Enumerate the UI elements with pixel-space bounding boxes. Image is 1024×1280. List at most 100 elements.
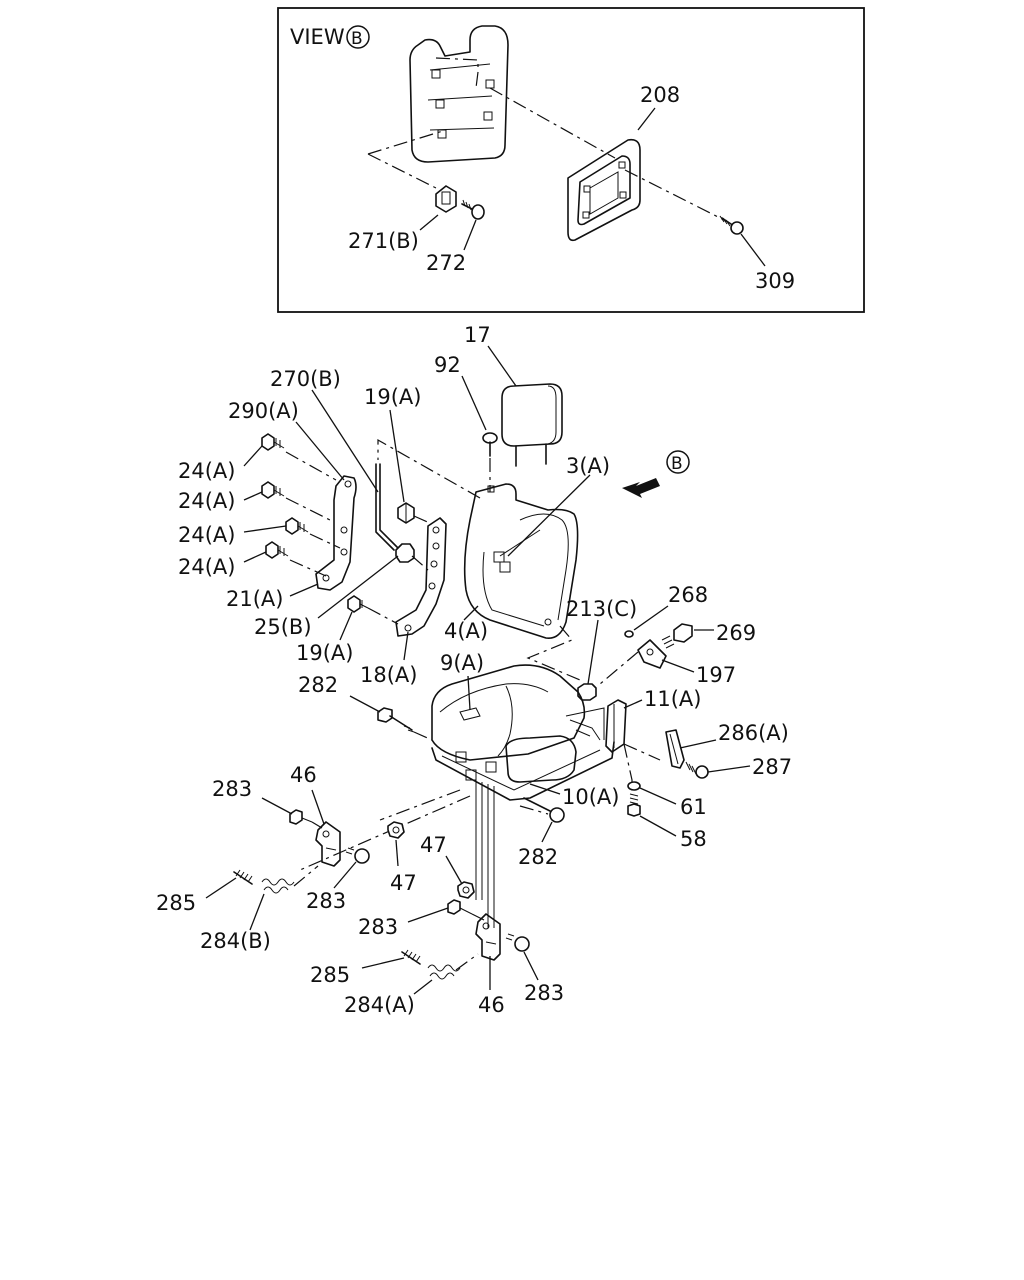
leader-61 — [639, 787, 677, 805]
bolt-269 — [661, 623, 693, 649]
spring-285-b — [401, 949, 421, 965]
view-b-arrow: B — [622, 450, 690, 498]
label-283-a: 283 — [212, 777, 252, 801]
lever-46-a — [315, 821, 341, 867]
label-213c: 213(C) — [566, 597, 637, 621]
label-61: 61 — [680, 795, 707, 819]
leader-285-a — [205, 877, 237, 899]
leader-25b — [317, 555, 399, 619]
label-4a: 4(A) — [444, 619, 488, 643]
seat-cushion-9a — [431, 664, 615, 801]
leader-283-b — [333, 861, 357, 889]
leader-290a — [295, 421, 345, 481]
leader-270b — [311, 389, 379, 493]
view-marker-main: B — [671, 454, 683, 474]
label-21a: 21(A) — [226, 587, 283, 611]
leader-286a — [679, 739, 717, 749]
spring-285-a — [233, 869, 253, 885]
leader-10a — [529, 783, 561, 795]
screw-309 — [719, 215, 744, 235]
washer-268 — [624, 630, 634, 638]
bolt-283-c — [447, 899, 485, 921]
pin-282-bottom — [523, 797, 565, 823]
frame-11a — [605, 699, 627, 753]
leader-58 — [639, 815, 677, 837]
label-46-a: 46 — [290, 763, 317, 787]
leader-268 — [633, 605, 669, 631]
leader-19a-bot — [339, 611, 353, 641]
seat-back-4a — [377, 438, 581, 681]
label-3a: 3(A) — [566, 454, 610, 478]
label-282-top: 282 — [298, 673, 338, 697]
label-46-b: 46 — [478, 993, 505, 1017]
bolt-58 — [627, 793, 641, 817]
leader-47-a — [395, 839, 399, 867]
leader-9a — [467, 675, 471, 711]
leader-284a — [413, 979, 433, 995]
leader-11a — [623, 699, 643, 709]
label-268: 268 — [668, 583, 708, 607]
label-58: 58 — [680, 827, 707, 851]
label-283-c: 283 — [358, 915, 398, 939]
leader-213c — [587, 619, 599, 685]
screw-272 — [461, 199, 485, 220]
dash-frame-links — [623, 743, 661, 790]
rail-10a — [299, 780, 549, 928]
label-18a: 18(A) — [360, 663, 417, 687]
label-9a: 9(A) — [440, 651, 484, 675]
bolt-24a-2 — [261, 481, 331, 521]
view-title: VIEW — [290, 25, 345, 49]
label-17: 17 — [464, 323, 491, 347]
nut-61 — [627, 781, 641, 791]
label-282-bot: 282 — [518, 845, 558, 869]
leader-283-a — [261, 797, 293, 815]
view-marker-circle — [346, 25, 370, 49]
label-19a-bot: 19(A) — [296, 641, 353, 665]
leader-92 — [461, 375, 487, 431]
bolt-24a-4 — [265, 541, 327, 577]
bolt-24a-1 — [261, 433, 337, 481]
bracket-197 — [599, 639, 667, 685]
arrow-icon — [622, 478, 660, 498]
bolt-283-b — [345, 847, 370, 864]
leader-17 — [487, 345, 517, 387]
leader-47-b — [445, 855, 463, 885]
bushing-47-a — [387, 821, 405, 839]
leader-21a — [289, 583, 319, 597]
label-47-a: 47 — [390, 871, 417, 895]
leader-18a — [403, 631, 409, 661]
bolt-283-d — [505, 933, 530, 952]
nut-19a-bottom — [347, 595, 399, 625]
leader-284b — [249, 893, 265, 931]
bracket-18a — [395, 517, 447, 637]
spacer-213c — [577, 683, 597, 701]
label-285-a: 285 — [156, 891, 196, 915]
leader-19a-top — [389, 409, 405, 503]
bushing-25b — [395, 543, 429, 571]
bushing-47-b — [457, 881, 475, 899]
label-272: 272 — [426, 251, 466, 275]
label-287: 287 — [752, 755, 792, 779]
leader-24a-3 — [243, 525, 287, 533]
leader-24a-4 — [243, 551, 267, 563]
label-11a: 11(A) — [644, 687, 701, 711]
leader-283-c — [407, 907, 449, 923]
label-309: 309 — [755, 269, 795, 293]
view-marker-letter: B — [351, 29, 363, 49]
screw-287 — [685, 761, 709, 779]
leader-46-a — [311, 789, 325, 825]
spring-284b — [261, 865, 319, 894]
leader-283-d — [523, 951, 539, 981]
leader-197 — [661, 659, 695, 673]
label-286a: 286(A) — [718, 721, 789, 745]
leader-282-top — [349, 695, 381, 713]
rod-270b — [375, 463, 399, 551]
leader-309 — [740, 233, 766, 267]
label-92: 92 — [434, 353, 461, 377]
leader-287 — [707, 765, 751, 773]
leader-285-b — [361, 957, 405, 969]
label-269: 269 — [716, 621, 756, 645]
label-283-d: 283 — [524, 981, 564, 1005]
clip-271b — [435, 185, 457, 213]
label-19a-top: 19(A) — [364, 385, 421, 409]
